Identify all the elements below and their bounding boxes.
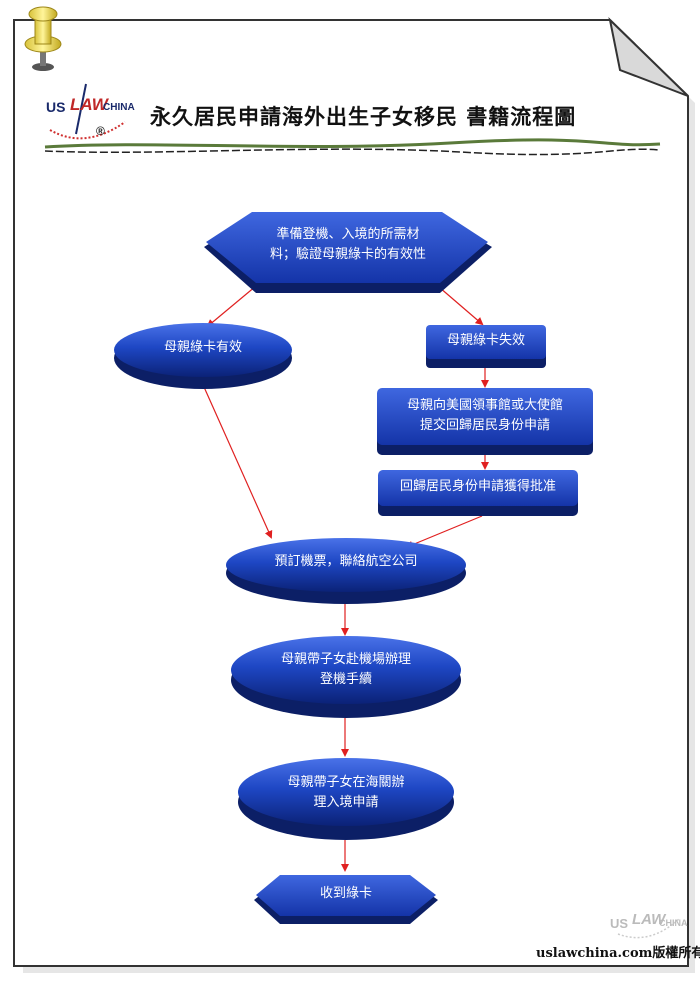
airport-line1: 母親帶子女赴機場辦理 [280,652,411,667]
book-ticket-text: 預訂機票，聯絡航空公司 [274,554,418,569]
node-receive [254,875,438,924]
node-card-valid [114,323,292,389]
node-approved [378,470,578,516]
folded-corner [608,17,689,97]
watermark-law: LAW [632,911,666,928]
logo-china: CHINA [103,102,135,113]
customs-line1: 母親帶子女在海關辦 [287,775,405,790]
airport-line2: 登機手續 [319,672,372,687]
prepare-text: 準備登機、入境的所需材 料；驗證母親綠卡的有效性 [248,225,448,265]
title-underline [44,138,661,156]
copyright-text: uslawchina.com版權所有 [536,946,700,961]
watermark-china: CHINA [659,918,688,928]
card-valid-text: 母親綠卡有效 [163,340,242,355]
arrow-valid-to-book [203,386,273,539]
consulate-line2: 提交回歸居民身份申請 [419,418,550,433]
prepare-line2: 料；驗證母親綠卡的有效性 [269,247,426,262]
customs-line2: 理入境申請 [313,795,379,810]
node-prepare [204,212,492,293]
consulate-text: 母親向美國領事館或大使館 提交回歸居民身份申請 [377,396,593,436]
page-title: 永久居民申請海外出生子女移民 書籍流程圖 [150,105,577,129]
watermark-mark [617,917,681,939]
node-customs [238,758,454,840]
node-airport [231,636,461,718]
receive-text: 收到綠卡 [319,886,372,901]
paper-sheet [13,17,695,973]
consulate-line1: 母親向美國領事館或大使館 [406,398,563,413]
customs-text: 母親帶子女在海關辦 理入境申請 [246,773,446,813]
logo-law: LAW [70,95,108,114]
prepare-line1: 準備登機、入境的所需材 [276,227,420,242]
node-card-invalid [426,325,546,368]
arrow-approved-to-book [405,515,483,549]
logo-us: US [46,99,66,115]
node-book-ticket [226,538,466,604]
card-invalid-text: 母親綠卡失效 [446,333,525,348]
logo-registered-mark: ® [96,124,105,138]
watermark-us: US [610,916,629,931]
airport-text: 母親帶子女赴機場辦理 登機手續 [246,650,446,690]
logo-mark [49,83,126,140]
node-consulate [377,388,593,455]
approved-text: 回歸居民身份申請獲得批准 [399,479,556,494]
push-pin-icon [24,6,62,71]
